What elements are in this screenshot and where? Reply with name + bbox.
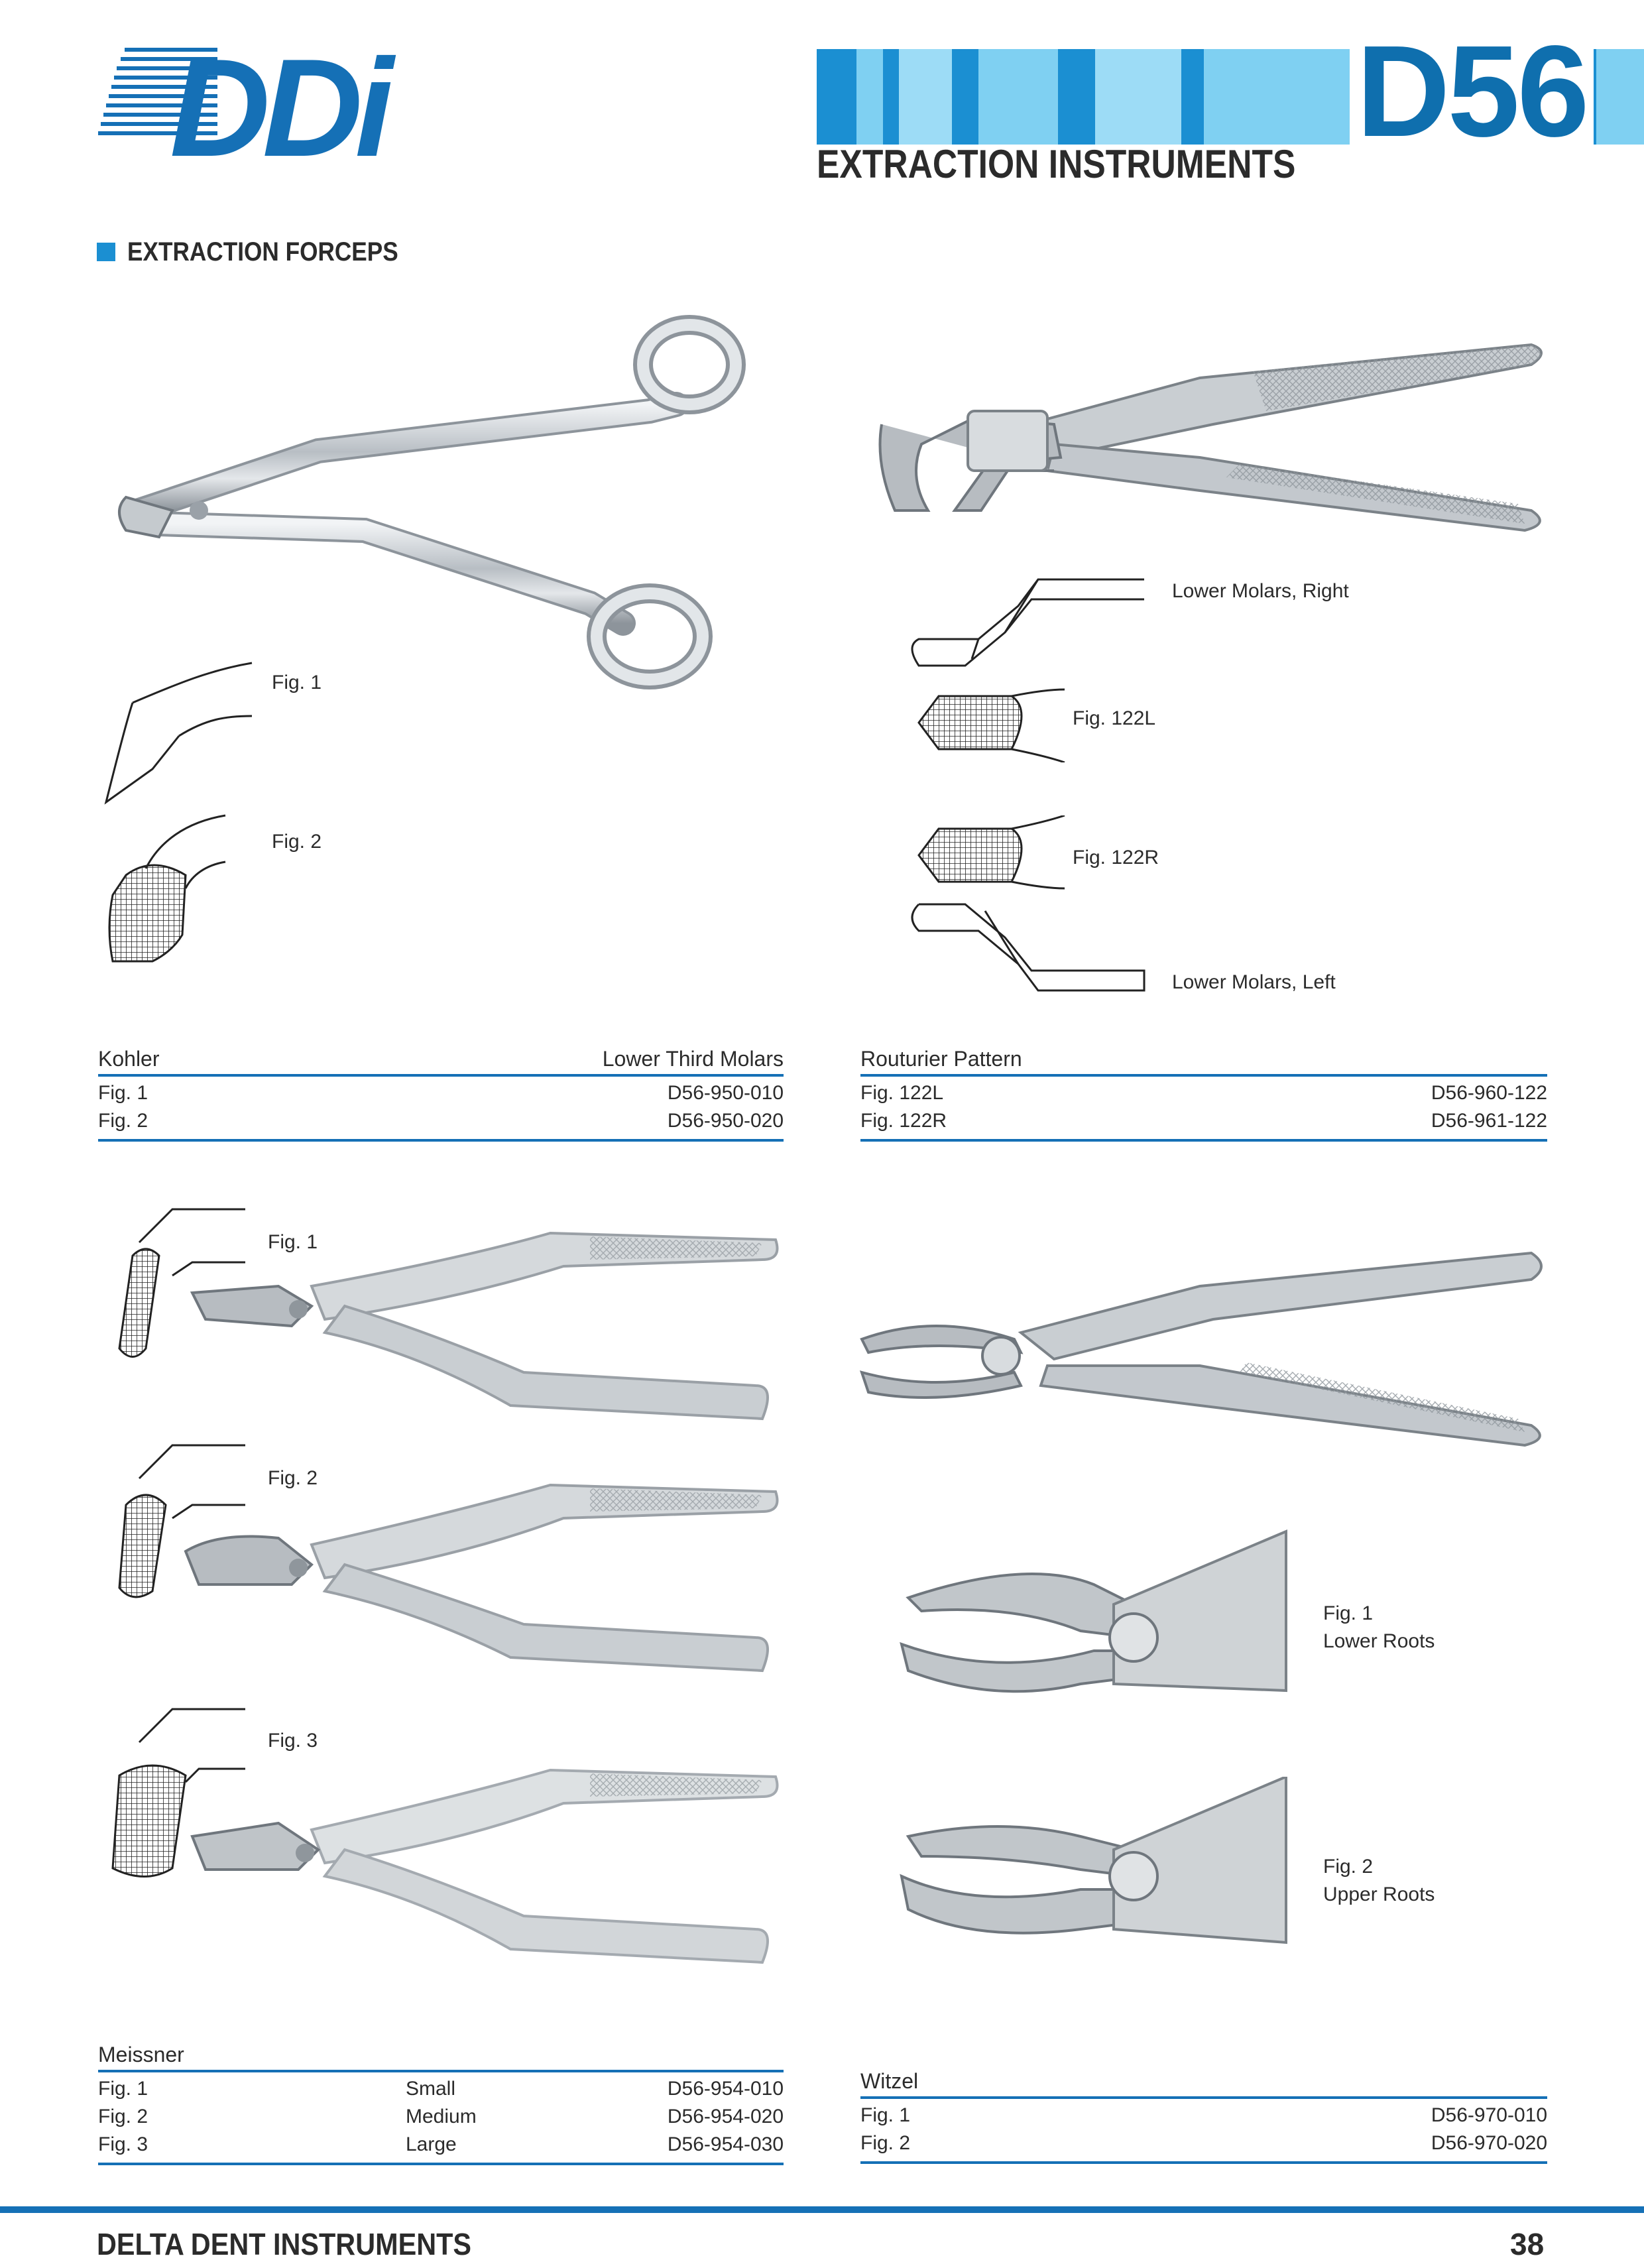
kohler-forceps-image bbox=[118, 315, 746, 689]
table-row: Fig. 1 D56-970-010 bbox=[860, 2102, 1547, 2129]
code-cell: D56-954-020 bbox=[667, 2106, 784, 2127]
product-name: Routurier Pattern bbox=[860, 1047, 1022, 1071]
kohler-fig2-diagram bbox=[108, 814, 226, 963]
table-row: Fig. 3 Large D56-954-030 bbox=[98, 2131, 784, 2159]
meissner-fig1-label: Fig. 1 bbox=[268, 1231, 318, 1253]
code-cell: D56-961-122 bbox=[1431, 1110, 1547, 1132]
code-cell: D56-950-010 bbox=[667, 1082, 784, 1104]
kohler-fig1-diagram bbox=[104, 662, 253, 805]
witzel-forceps-image bbox=[859, 1251, 1543, 1447]
meissner-fig2-diagram bbox=[118, 1444, 245, 1598]
size-cell: Small bbox=[406, 2078, 456, 2100]
kohler-spec-table: Kohler Lower Third Molars Fig. 1 D56-950… bbox=[98, 1045, 784, 1142]
fig-cell: Fig. 1 bbox=[98, 1082, 148, 1104]
routurier-fig122r-diagram bbox=[917, 815, 1065, 890]
meissner-forceps-fig1-image bbox=[190, 1231, 779, 1421]
product-description: Lower Third Molars bbox=[602, 1047, 784, 1071]
table-row: Fig. 1 Small D56-954-010 bbox=[98, 2075, 784, 2103]
fig122l-label: Fig. 122L bbox=[1073, 707, 1156, 729]
routurier-fig122l-diagram bbox=[917, 688, 1065, 762]
fig-cell: Fig. 122L bbox=[860, 1082, 944, 1104]
code-cell: D56-960-122 bbox=[1431, 1082, 1547, 1104]
fig-cell: Fig. 3 bbox=[98, 2133, 148, 2155]
code-cell: D56-954-010 bbox=[667, 2078, 784, 2100]
witzel-fig1-label: Fig. 1 bbox=[1323, 1602, 1374, 1624]
fig-cell: Fig. 122R bbox=[860, 1110, 947, 1132]
meissner-spec-table: Meissner Fig. 1 Small D56-954-010 Fig. 2… bbox=[98, 2041, 784, 2165]
company-logo: DDi bbox=[170, 30, 394, 186]
routurier-lower-molars-left-diagram bbox=[911, 903, 1145, 992]
table-row: Fig. 2 Medium D56-954-020 bbox=[98, 2103, 784, 2131]
meissner-fig1-diagram bbox=[118, 1208, 245, 1358]
fig-cell: Fig. 2 bbox=[860, 2132, 911, 2154]
footer-company-name: DELTA DENT INSTRUMENTS bbox=[97, 2227, 472, 2261]
witzel-fig2-closeup-image bbox=[900, 1777, 1287, 1944]
size-cell: Large bbox=[406, 2133, 457, 2155]
product-name: Meissner bbox=[98, 2043, 184, 2066]
kohler-fig2-label: Fig. 2 bbox=[272, 831, 322, 853]
size-cell: Medium bbox=[406, 2106, 477, 2127]
routurier-lower-molars-right-diagram bbox=[911, 578, 1144, 667]
kohler-fig1-label: Fig. 1 bbox=[272, 672, 322, 693]
table-row: Fig. 122R D56-961-122 bbox=[860, 1107, 1547, 1135]
code-cell: D56-954-030 bbox=[667, 2133, 784, 2155]
fig-cell: Fig. 1 bbox=[98, 2078, 148, 2100]
table-row: Fig. 1 D56-950-010 bbox=[98, 1079, 784, 1107]
lower-molars-left-label: Lower Molars, Left bbox=[1172, 971, 1336, 993]
product-name: Witzel bbox=[860, 2069, 919, 2093]
product-name: Kohler bbox=[98, 1047, 160, 1071]
routurier-forceps-image bbox=[878, 343, 1543, 532]
meissner-forceps-fig2-image bbox=[184, 1483, 779, 1673]
logo-speed-lines bbox=[98, 48, 217, 135]
witzel-fig1-description: Lower Roots bbox=[1323, 1630, 1435, 1652]
table-row: Fig. 2 D56-950-020 bbox=[98, 1107, 784, 1135]
witzel-fig2-label: Fig. 2 bbox=[1323, 1856, 1374, 1878]
page-number: 38 bbox=[1510, 2227, 1545, 2261]
section-title: EXTRACTION INSTRUMENTS bbox=[817, 142, 1296, 186]
subsection-bullet-icon bbox=[97, 243, 115, 261]
table-row: Fig. 122L D56-960-122 bbox=[860, 1079, 1547, 1107]
routurier-spec-table: Routurier Pattern Fig. 122L D56-960-122 … bbox=[860, 1045, 1547, 1142]
witzel-fig1-closeup-image bbox=[900, 1529, 1287, 1693]
fig122r-label: Fig. 122R bbox=[1073, 847, 1159, 868]
code-cell: D56-970-010 bbox=[1431, 2104, 1547, 2126]
meissner-fig3-diagram bbox=[111, 1708, 245, 1878]
lower-molars-right-label: Lower Molars, Right bbox=[1172, 580, 1349, 602]
witzel-fig2-description: Upper Roots bbox=[1323, 1883, 1435, 1905]
meissner-fig3-label: Fig. 3 bbox=[268, 1730, 318, 1752]
code-cell: D56-950-020 bbox=[667, 1110, 784, 1132]
code-cell: D56-970-020 bbox=[1431, 2132, 1547, 2154]
fig-cell: Fig. 1 bbox=[860, 2104, 911, 2126]
witzel-spec-table: Witzel Fig. 1 D56-970-010 Fig. 2 D56-970… bbox=[860, 2067, 1547, 2164]
meissner-forceps-fig3-image bbox=[190, 1768, 779, 1964]
table-row: Fig. 2 D56-970-020 bbox=[860, 2129, 1547, 2157]
fig-cell: Fig. 2 bbox=[98, 1110, 148, 1132]
footer-divider bbox=[0, 2206, 1644, 2213]
subsection-title: EXTRACTION FORCEPS bbox=[127, 237, 398, 267]
fig-cell: Fig. 2 bbox=[98, 2106, 148, 2127]
series-code: D56 bbox=[1350, 27, 1594, 156]
meissner-fig2-label: Fig. 2 bbox=[268, 1467, 318, 1489]
